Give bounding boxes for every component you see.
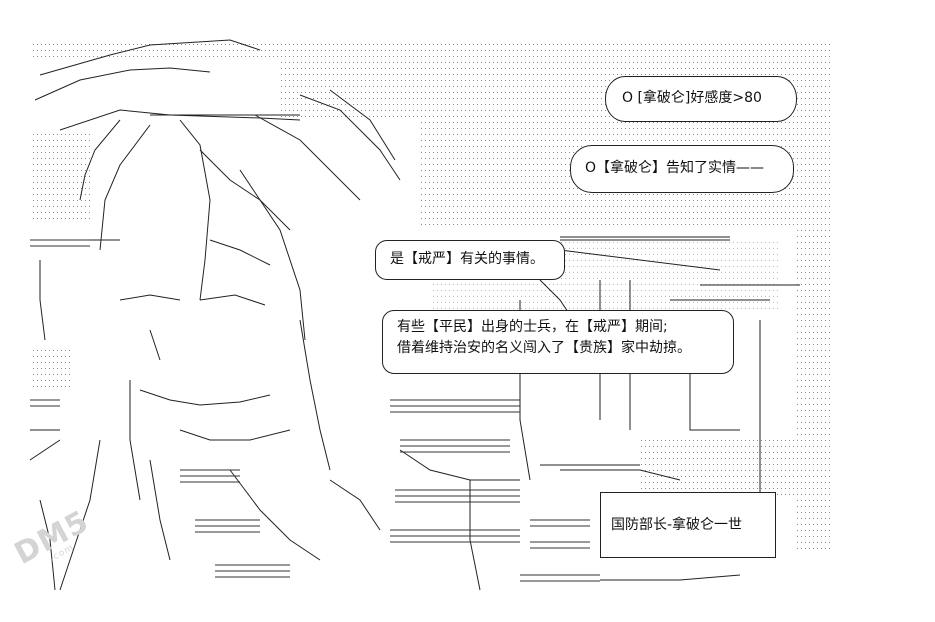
speech-bubble-martial-law-text: 是【戒严】有关的事情。 — [390, 251, 544, 267]
told-truth-caption: O【拿破仑】告知了实情—— — [570, 145, 794, 193]
speech-bubble-martial-law: 是【戒严】有关的事情。 — [375, 240, 565, 280]
speaker-name-box: 国防部长-拿破仑一世 — [600, 492, 776, 558]
speech-bubble-soldiers: 有些【平民】出身的士兵，在【戒严】期间; 借着维持治安的名义闯入了【贵族】家中劫… — [382, 310, 734, 374]
told-truth-caption-text: O【拿破仑】告知了实情—— — [585, 160, 765, 176]
affection-caption: O [拿破仑]好感度>80 — [605, 76, 797, 122]
speech-bubble-soldiers-line2: 借着维持治安的名义闯入了【贵族】家中劫掠。 — [397, 340, 691, 356]
affection-caption-text: O [拿破仑]好感度>80 — [622, 90, 762, 106]
speech-bubble-soldiers-line1: 有些【平民】出身的士兵，在【戒严】期间; — [397, 319, 668, 335]
speaker-name-text: 国防部长-拿破仑一世 — [611, 517, 743, 533]
